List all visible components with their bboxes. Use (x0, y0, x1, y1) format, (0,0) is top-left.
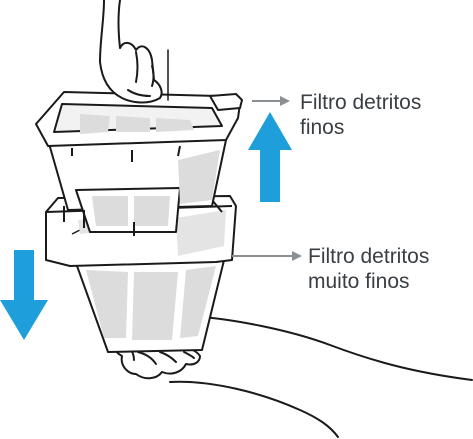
ultra-fine-filter-label: Filtro detritos muito finos (308, 244, 429, 294)
fine-filter-basket (35, 91, 243, 236)
ultra-fine-mesh (86, 266, 216, 340)
leader-line-ultra-fine (232, 251, 302, 261)
fine-filter-label: Filtro detritos finos (300, 90, 421, 140)
ultra-fine-filter-label-line-2: muito finos (308, 270, 410, 293)
top-hand-icon (99, 0, 169, 104)
ultra-fine-filter-label-line-1: Filtro detritos (308, 245, 430, 268)
fine-filter-label-line-1: Filtro detritos (300, 91, 422, 114)
down-arrow-icon (0, 250, 48, 340)
fine-filter-label-line-2: finos (300, 116, 345, 139)
fine-mesh (92, 150, 220, 226)
leader-line-fine (252, 96, 290, 106)
up-arrow-icon (248, 112, 292, 202)
